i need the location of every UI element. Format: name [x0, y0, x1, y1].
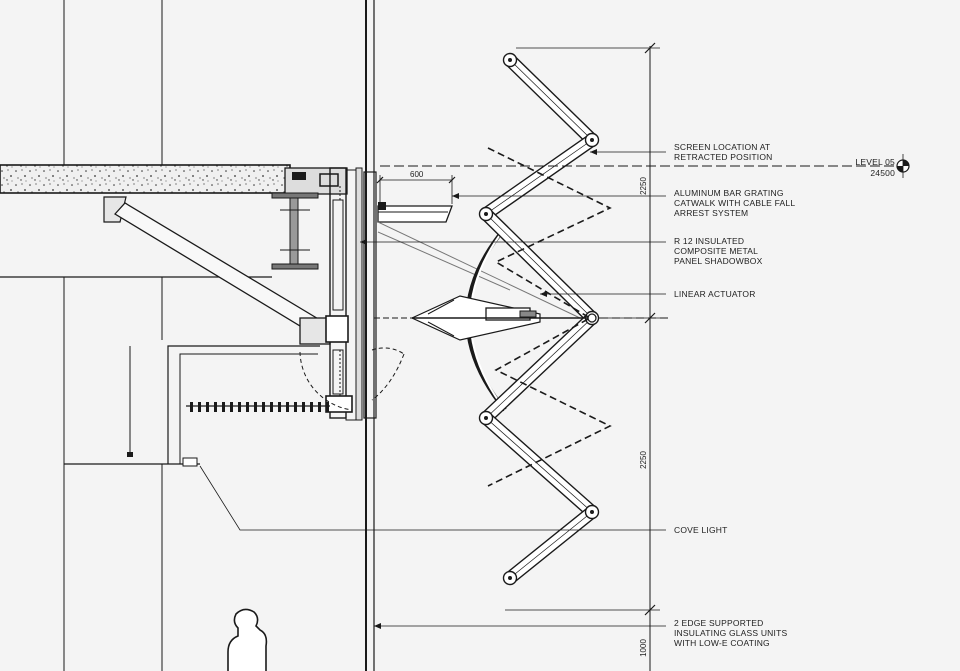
dimension-lines: [376, 42, 660, 671]
callout-screen-location: SCREEN LOCATION AT RETRACTED POSITION: [674, 142, 773, 162]
retracted-screen-dash: [487, 147, 612, 487]
level-elevation: 24500: [870, 168, 895, 178]
building-structure: [0, 0, 272, 671]
level-marker: [896, 154, 910, 178]
shadowbox-column: [325, 167, 363, 421]
steel-beam: [271, 192, 319, 270]
concrete-slab: [0, 164, 291, 194]
folding-screen: [465, 52, 612, 586]
human-scale-figure: [227, 608, 268, 671]
callout-glass-units: 2 EDGE SUPPORTED INSULATING GLASS UNITS …: [674, 618, 790, 648]
curtain-wall-line: [363, 0, 377, 671]
access-hatch-swing: [299, 351, 353, 411]
callout-linear-actuator: LINEAR ACTUATOR: [674, 289, 756, 299]
callout-cove-light: COVE LIGHT: [674, 525, 727, 535]
catwalk-width-dim: 600: [410, 170, 424, 179]
bottom-span-dim: 1000: [639, 639, 648, 657]
linear-diffuser: [186, 402, 330, 412]
callout-catwalk: ALUMINUM BAR GRATING CATWALK WITH CABLE …: [674, 188, 798, 218]
linear-actuator: [374, 295, 600, 341]
ceiling-soffit: [64, 345, 320, 467]
leader-lines: [199, 149, 666, 629]
level-label: LEVEL 05: [855, 157, 895, 167]
callout-shadowbox: R 12 INSULATED COMPOSITE METAL PANEL SHA…: [674, 236, 763, 266]
upper-span-dim: 2250: [639, 177, 648, 195]
lower-span-dim: 2250: [639, 451, 648, 469]
